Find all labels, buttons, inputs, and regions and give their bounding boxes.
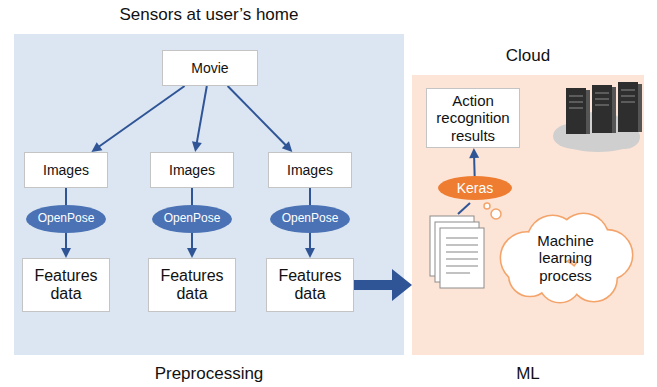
panel-heading: Cloud: [412, 46, 644, 66]
node-label: Images: [287, 162, 333, 178]
connector-line: [191, 188, 193, 205]
connector-line: [65, 233, 67, 249]
ellipse-fill: [152, 205, 232, 233]
group-panel: CloudMLAction recognition resultsKerasMa…: [412, 75, 644, 355]
flow-arrow: [469, 148, 479, 176]
arrow-head: [91, 142, 102, 152]
flow-arrow: [310, 188, 311, 205]
node-label: Action recognition results: [431, 92, 515, 144]
node-label: Features data: [27, 267, 105, 304]
connector-line: [309, 233, 311, 249]
document-stack-icon: [430, 216, 484, 288]
framework-ellipse: Keras: [438, 176, 512, 200]
panel-footer: ML: [412, 364, 644, 384]
group-panel: Sensors at user’s homePreprocessingMovie…: [14, 34, 404, 355]
flow-arrow: [228, 86, 293, 152]
node-label: OpenPose: [164, 212, 221, 226]
process-ellipse: OpenPose: [270, 205, 350, 233]
panel-heading: Sensors at user’s home: [14, 5, 404, 25]
connector-line: [65, 188, 67, 205]
process-ellipse: OpenPose: [26, 205, 106, 233]
node-label: OpenPose: [38, 212, 95, 226]
arrow-head: [192, 141, 202, 152]
arrow-head: [305, 248, 315, 258]
connector-line: [99, 86, 185, 147]
data-box: Features data: [266, 258, 354, 312]
ellipse-fill: [26, 205, 106, 233]
panel-footer: Preprocessing: [14, 364, 404, 384]
arrow-head: [61, 248, 71, 258]
arrow-head: [469, 148, 479, 158]
connector-line: [197, 86, 207, 143]
flow-arrow: [192, 86, 207, 152]
image-box: Images: [268, 152, 352, 188]
flow-arrow: [305, 233, 315, 258]
node-label: Features data: [271, 267, 349, 304]
node-label: Images: [43, 162, 89, 178]
flow-arrow: [61, 233, 71, 258]
node-label: Keras: [457, 180, 494, 196]
document-link-line: [458, 203, 470, 214]
process-ellipse: OpenPose: [152, 205, 232, 233]
server-icon: [566, 82, 642, 134]
data-box: Features data: [148, 258, 236, 312]
flow-arrow: [66, 188, 67, 205]
node-label: Machine learning process: [518, 232, 613, 284]
ellipse-fill: [270, 205, 350, 233]
node-label: Features data: [153, 267, 231, 304]
thought-cloud: Machine learning process: [496, 212, 635, 304]
result-box: Action recognition results: [426, 88, 520, 148]
flow-arrow: [91, 86, 184, 152]
flow-arrow: [187, 233, 197, 258]
arrow-head: [187, 248, 197, 258]
node-label: Movie: [191, 60, 228, 76]
node-label: Images: [169, 162, 215, 178]
image-box: Images: [150, 152, 234, 188]
connector-line: [309, 188, 311, 205]
flow-arrow: [192, 188, 193, 205]
source-box: Movie: [162, 50, 258, 86]
node-label: OpenPose: [282, 212, 339, 226]
connector-line: [191, 233, 193, 249]
preprocessing-panel-ground: [14, 34, 404, 355]
arrow-head: [282, 141, 293, 152]
arrow-head: [392, 269, 412, 301]
ml-panel-ground: [412, 75, 644, 355]
connector-line: [473, 157, 476, 176]
image-box: Images: [24, 152, 108, 188]
connector-line: [228, 86, 286, 146]
connector-line: [354, 280, 394, 290]
transfer-arrow: [354, 269, 412, 301]
thought-bubbles: [484, 203, 501, 219]
data-box: Features data: [22, 258, 110, 312]
ellipse-fill: [438, 176, 512, 200]
